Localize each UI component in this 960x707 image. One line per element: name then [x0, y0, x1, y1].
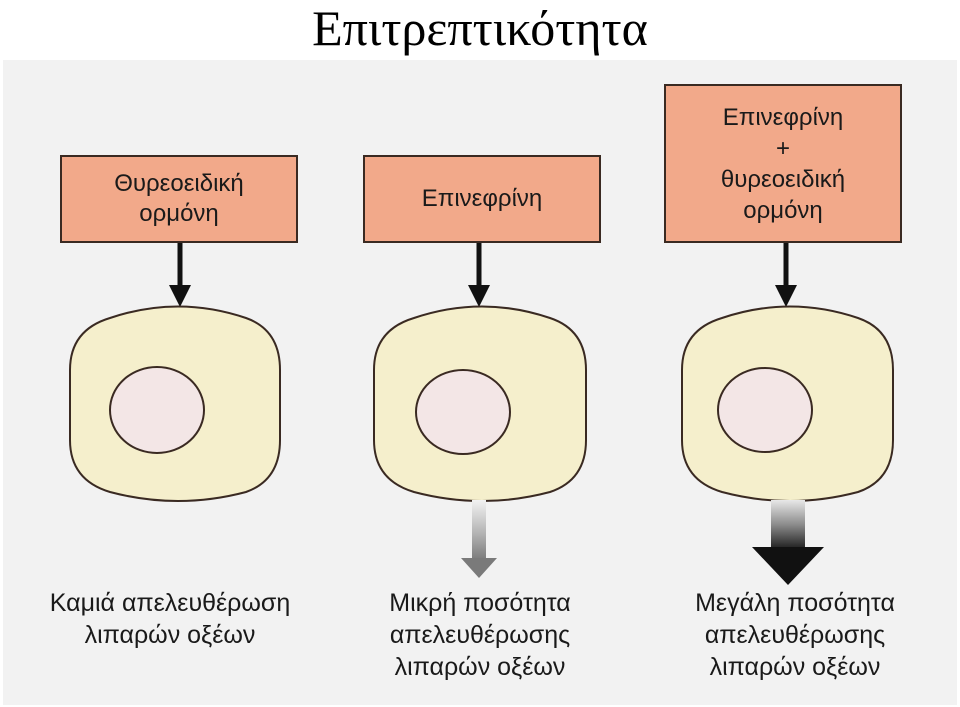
nucleus-3 [717, 367, 813, 453]
down-arrow-2-head [468, 285, 490, 307]
result-label-line: λιπαρών οξέων [84, 621, 256, 649]
release-arrow-large-shaft [771, 500, 805, 550]
nucleus-2 [415, 369, 511, 455]
slide-title: Επιτρεπτικότητα [312, 0, 648, 56]
result-label-line: Μεγάλη ποσότητα [695, 589, 895, 617]
result-label-line: Καμιά απελευθέρωση [49, 589, 291, 617]
hormone-box-thyroid: Θυρεοειδική ορμόνη [60, 155, 298, 243]
column-2 [373, 243, 587, 578]
down-arrow-1-head [169, 285, 191, 307]
release-arrow-small-head [461, 558, 497, 578]
hormone-label-line: Επινεφρίνη [421, 185, 543, 212]
release-arrow-small-shaft [472, 500, 486, 560]
hormone-label-line: + [775, 134, 790, 162]
column-3 [681, 243, 894, 585]
hormone-box-epinephrine: Επινεφρίνη [363, 155, 601, 243]
hormone-label-line: ορμόνη [139, 200, 219, 227]
result-label-line: Μικρή ποσότητα [389, 589, 571, 617]
result-label-line: λιπαρών οξέων [709, 653, 881, 681]
column-1 [69, 243, 281, 502]
result-label-large-release: Μεγάλη ποσότητα απελευθέρωσης λιπαρών οξ… [650, 587, 940, 683]
result-label-line: απελευθέρωσης [704, 621, 886, 649]
down-arrow-3-head [775, 285, 797, 307]
result-label-small-release: Μικρή ποσότητα απελευθέρωσης λιπαρών οξέ… [350, 587, 610, 683]
hormone-label-line: ορμόνη [743, 196, 823, 224]
hormone-label-line: θυρεοειδική [720, 165, 846, 193]
hormone-label-line: Θυρεοειδική [114, 170, 244, 197]
hormone-box-combined: Επινεφρίνη + θυρεοειδική ορμόνη [664, 84, 902, 243]
nucleus-1 [109, 366, 205, 454]
result-label-no-release: Καμιά απελευθέρωση λιπαρών οξέων [10, 587, 330, 651]
result-label-line: λιπαρών οξέων [394, 653, 566, 681]
hormone-label-line: Επινεφρίνη [722, 103, 844, 131]
result-label-line: απελευθέρωσης [389, 621, 571, 649]
release-arrow-large-head [752, 547, 824, 585]
